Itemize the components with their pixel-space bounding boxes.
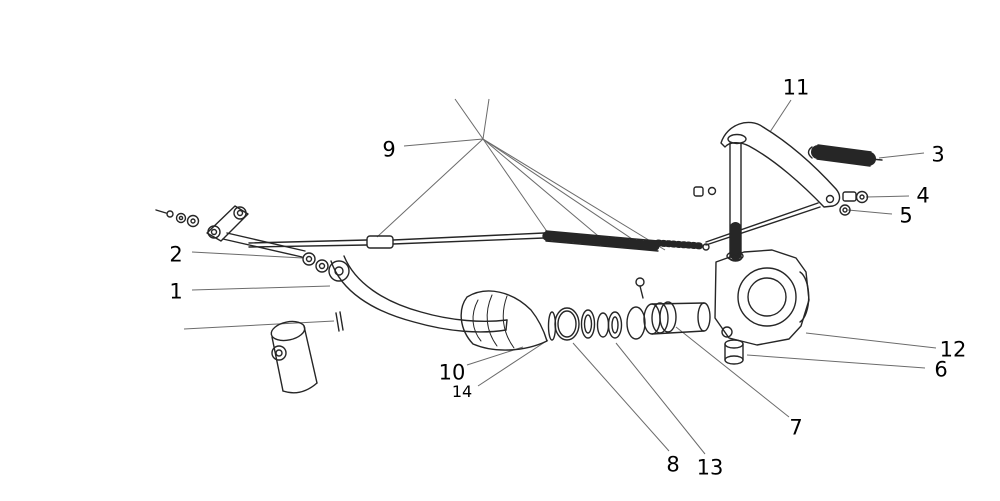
control-cable bbox=[248, 202, 821, 252]
callout-14: 14 bbox=[451, 382, 473, 401]
bearing-housing bbox=[714, 249, 810, 346]
callout-3: 3 bbox=[931, 142, 945, 167]
curved-release-lever bbox=[328, 255, 508, 333]
callout-2: 2 bbox=[169, 242, 183, 267]
bellcrank-lever bbox=[720, 121, 841, 208]
callout-10: 10 bbox=[438, 360, 466, 385]
callout-1: 1 bbox=[169, 279, 183, 304]
spacer-cylinder bbox=[724, 339, 744, 365]
callout-9: 9 bbox=[382, 137, 396, 162]
callout-12: 12 bbox=[939, 337, 967, 362]
return-spring bbox=[807, 144, 883, 167]
leader-lines bbox=[183, 98, 937, 455]
mounting-tube bbox=[270, 320, 318, 394]
small-lever-assembly bbox=[155, 205, 329, 273]
shaft-screws bbox=[693, 186, 717, 197]
callout-7: 7 bbox=[789, 415, 803, 440]
pivot-shaft bbox=[728, 142, 743, 264]
callout-11: 11 bbox=[782, 75, 810, 100]
callout-5: 5 bbox=[899, 203, 913, 228]
callout-13: 13 bbox=[696, 455, 724, 480]
callout-8: 8 bbox=[666, 452, 680, 477]
callout-4: 4 bbox=[916, 183, 930, 208]
release-bearing-stack bbox=[547, 277, 711, 341]
callout-6: 6 bbox=[934, 357, 948, 382]
bolt-and-nut bbox=[839, 190, 869, 216]
